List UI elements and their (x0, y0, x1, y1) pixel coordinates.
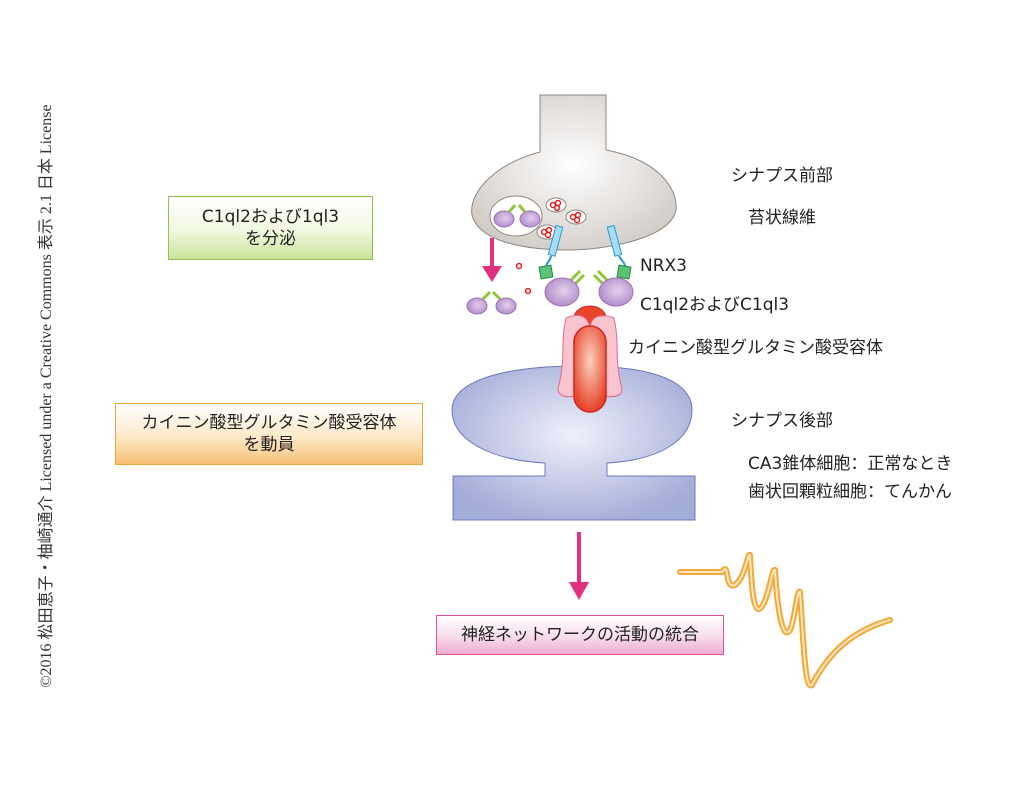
glutamate-dot (515, 262, 523, 270)
vesicle-c1ql-dimer (493, 204, 541, 228)
secrete-line1: C1ql2および1ql3 (201, 207, 340, 227)
recruit-line2: を動員 (243, 435, 295, 455)
glutamate-dot (524, 287, 532, 295)
nrx3-label: NRX3 (640, 256, 687, 276)
mossy-fiber-label: 苔状線維 (748, 208, 816, 228)
secrete-line2: を分泌 (245, 229, 296, 249)
c1ql-label: C1ql2およびC1ql3 (640, 295, 790, 315)
secretion-arrow (482, 238, 502, 282)
recruit-box: カイニン酸型グルタミン酸受容体 を動員 (115, 403, 423, 465)
presynaptic-label: シナプス前部 (731, 166, 833, 186)
ca3-label: CA3錐体細胞：正常なとき (748, 454, 953, 474)
integrate-box: 神経ネットワークの活動の統合 (436, 615, 724, 655)
glutamate-vesicles (536, 197, 587, 240)
bound-c1ql-dimer (544, 269, 634, 307)
integrate-line1: 神経ネットワークの活動の統合 (461, 625, 699, 645)
kainate-receptor (557, 305, 623, 413)
secrete-box: C1ql2および1ql3 を分泌 (168, 196, 373, 260)
released-c1ql-dimer (466, 290, 517, 315)
dentate-label: 歯状回顆粒細胞：てんかん (748, 482, 952, 502)
postsynaptic-label: シナプス後部 (731, 411, 833, 431)
nrx3-right (606, 224, 632, 280)
kainate-receptor-label: カイニン酸型グルタミン酸受容体 (628, 338, 883, 358)
nrx3-left (538, 224, 564, 280)
recruit-line1: カイニン酸型グルタミン酸受容体 (141, 413, 397, 433)
integration-arrow (569, 532, 589, 600)
